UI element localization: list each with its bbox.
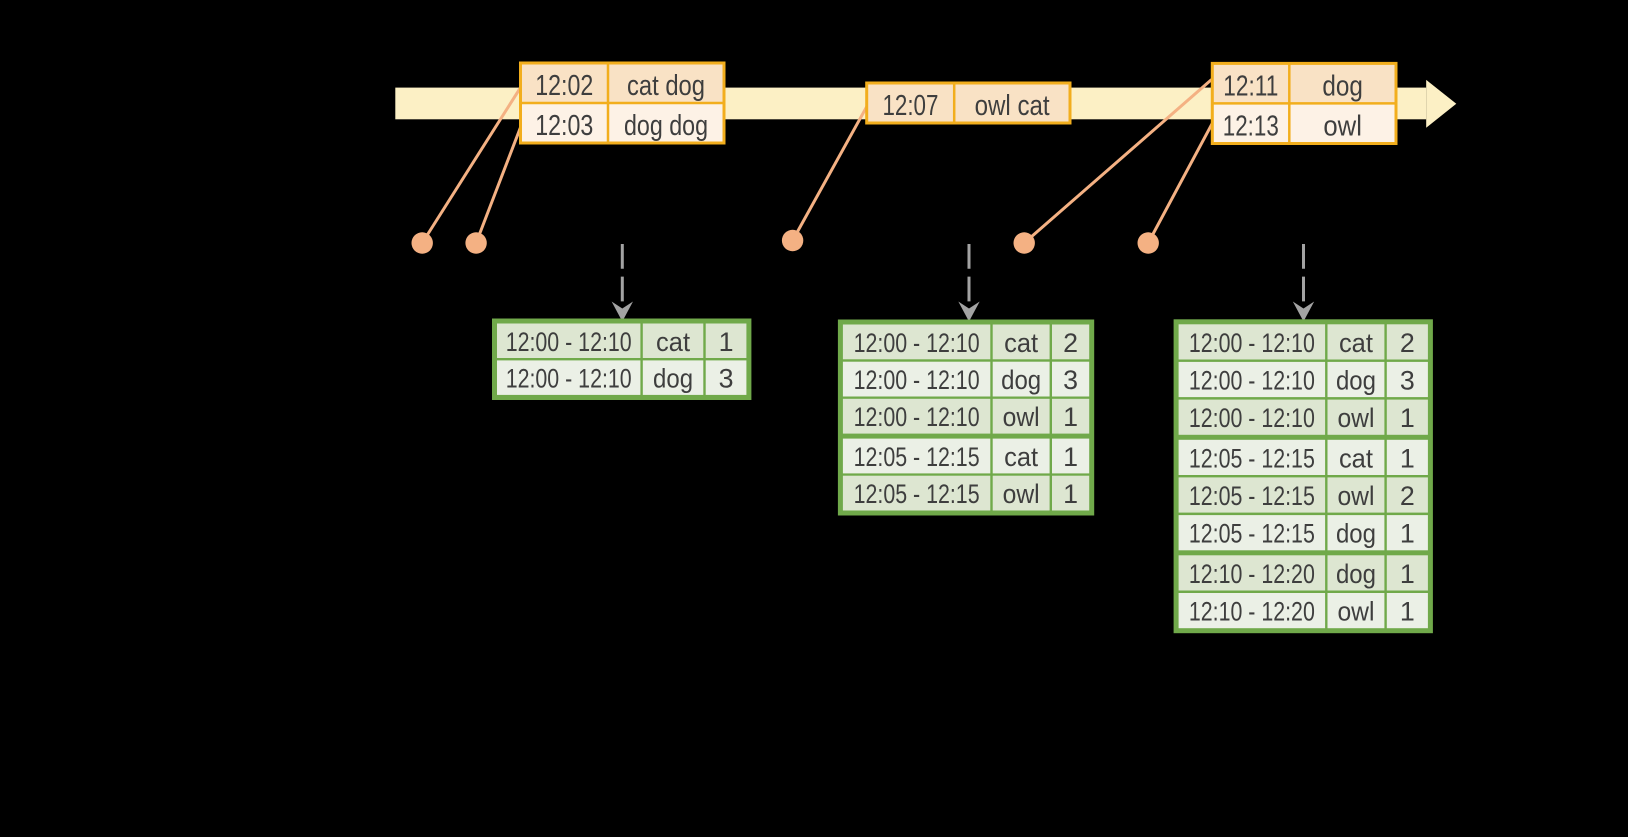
svg-text:12:05 - 12:15: 12:05 - 12:15: [1189, 481, 1315, 511]
svg-text:12:00 - 12:10: 12:00 - 12:10: [1189, 328, 1315, 358]
svg-text:12:05 - 12:15: 12:05 - 12:15: [1189, 519, 1315, 549]
svg-text:1: 1: [1400, 443, 1415, 473]
svg-text:12:00 - 12:10: 12:00 - 12:10: [1189, 366, 1315, 396]
svg-text:12:02: 12:02: [535, 70, 593, 102]
svg-text:owl cat: owl cat: [975, 90, 1050, 122]
svg-text:1: 1: [1063, 479, 1078, 509]
svg-text:3: 3: [719, 364, 734, 394]
svg-text:3: 3: [1400, 366, 1415, 396]
svg-text:12:10 - 12:20: 12:10 - 12:20: [1189, 597, 1315, 627]
svg-text:owl: owl: [1337, 403, 1374, 433]
svg-text:12:11: 12:11: [1223, 70, 1278, 102]
svg-text:cat: cat: [1004, 328, 1039, 358]
svg-text:owl: owl: [1003, 402, 1040, 432]
svg-text:12:05 - 12:15: 12:05 - 12:15: [854, 479, 980, 509]
svg-text:dog: dog: [1001, 365, 1041, 395]
svg-text:cat: cat: [1339, 443, 1374, 473]
svg-text:12:05 - 12:15: 12:05 - 12:15: [1189, 443, 1315, 473]
svg-text:owl: owl: [1323, 110, 1362, 142]
svg-text:1: 1: [1400, 597, 1415, 627]
svg-text:1: 1: [1063, 442, 1078, 472]
svg-text:cat: cat: [656, 327, 691, 357]
svg-text:2: 2: [1400, 481, 1415, 511]
svg-text:2: 2: [1400, 328, 1415, 358]
svg-text:1: 1: [1400, 519, 1415, 549]
svg-text:3: 3: [1063, 365, 1078, 395]
svg-text:12:00 - 12:10: 12:00 - 12:10: [506, 327, 632, 357]
svg-text:2: 2: [1063, 328, 1078, 358]
svg-text:12:10 - 12:20: 12:10 - 12:20: [1189, 559, 1315, 589]
svg-text:12:00 - 12:10: 12:00 - 12:10: [854, 365, 980, 395]
svg-text:dog: dog: [1336, 559, 1376, 589]
svg-text:1: 1: [719, 327, 734, 357]
svg-text:dog: dog: [1336, 366, 1376, 396]
svg-text:12:13: 12:13: [1223, 110, 1279, 142]
svg-text:12:07: 12:07: [882, 90, 938, 122]
svg-text:dog dog: dog dog: [624, 110, 708, 142]
svg-text:12:00 - 12:10: 12:00 - 12:10: [1189, 403, 1315, 433]
svg-text:cat dog: cat dog: [627, 70, 705, 102]
svg-text:dog: dog: [1322, 70, 1363, 102]
svg-text:owl: owl: [1337, 597, 1374, 627]
svg-text:owl: owl: [1003, 479, 1040, 509]
svg-text:owl: owl: [1337, 481, 1374, 511]
svg-text:cat: cat: [1004, 442, 1039, 472]
svg-text:dog: dog: [653, 364, 693, 394]
svg-text:1: 1: [1063, 402, 1078, 432]
svg-text:cat: cat: [1339, 328, 1374, 358]
svg-text:12:00 - 12:10: 12:00 - 12:10: [854, 402, 980, 432]
svg-text:12:03: 12:03: [535, 110, 593, 142]
svg-text:12:00 - 12:10: 12:00 - 12:10: [854, 328, 980, 358]
svg-text:1: 1: [1400, 403, 1415, 433]
svg-text:12:05 - 12:15: 12:05 - 12:15: [854, 442, 980, 472]
svg-text:12:00 - 12:10: 12:00 - 12:10: [506, 364, 632, 394]
svg-text:1: 1: [1400, 559, 1415, 589]
svg-text:dog: dog: [1336, 519, 1376, 549]
